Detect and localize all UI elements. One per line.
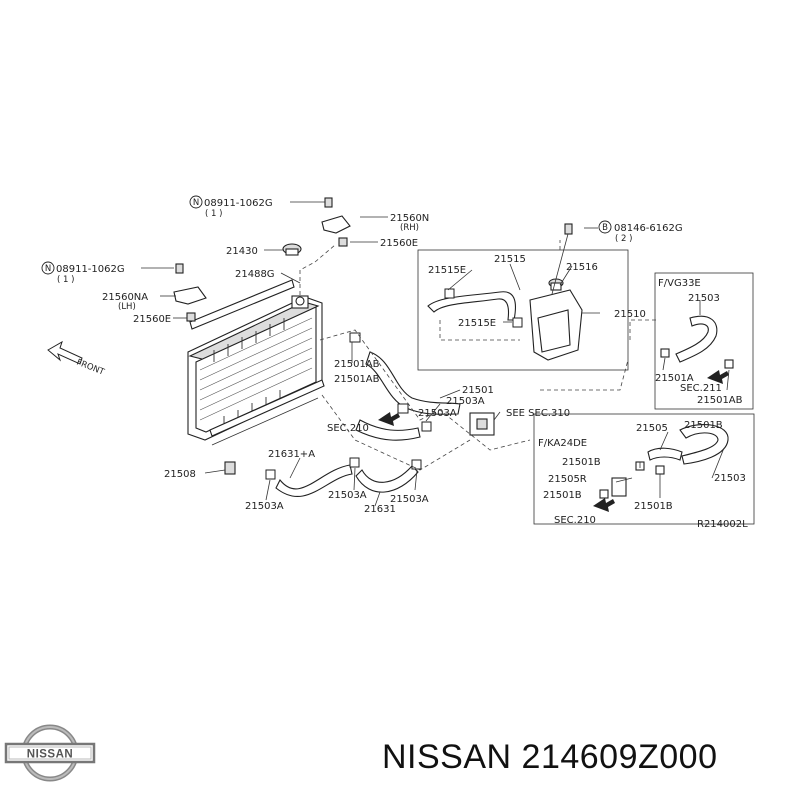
label-08911-left: 08911-1062G: [56, 264, 125, 275]
logo-wordmark: NISSAN: [27, 749, 73, 761]
label-21515E-a: 21515E: [428, 265, 466, 276]
label-see-sec310: SEE SEC.310: [506, 408, 570, 419]
label-ref-code: R214002L: [697, 519, 748, 530]
label-21488G: 21488G: [235, 269, 275, 280]
label-sec211: SEC.211: [680, 383, 722, 394]
label-21503A-c: 21503A: [245, 501, 284, 512]
label-fka24de: F/KA24DE: [538, 438, 587, 449]
bolt-mark-n-2: N: [45, 264, 51, 274]
label-21516: 21516: [566, 262, 598, 273]
water-outlet: [469, 412, 495, 436]
label-21503A-e: 21503A: [390, 494, 429, 505]
label-fvg33e: F/VG33E: [658, 278, 701, 289]
label-21501B-c: 21501B: [543, 490, 582, 501]
nissan-logo: NISSAN: [4, 724, 96, 782]
label-21560NA-sub: (LH): [118, 302, 136, 312]
label-08911-left-qty: ( 1 ): [57, 275, 74, 285]
label-21510: 21510: [614, 309, 646, 320]
inset-fka24de: [533, 413, 755, 525]
label-21501AB-r: 21501AB: [697, 395, 743, 406]
hose-clamps: [265, 288, 523, 480]
label-08146-qty: ( 2 ): [615, 234, 632, 244]
label-21501AB-a: 21501AB: [334, 359, 380, 370]
hose-21503A-short: [355, 419, 421, 441]
label-21501B-d: 21501B: [634, 501, 673, 512]
label-front: FRONT: [75, 358, 106, 378]
label-sec210-a: SEC.210: [327, 423, 369, 434]
bolt-mark-b: B: [602, 223, 608, 233]
label-21430: 21430: [226, 246, 258, 257]
label-21631: 21631: [364, 504, 396, 515]
label-21560E-left: 21560E: [133, 314, 171, 325]
label-21560N-sub: (RH): [400, 223, 419, 233]
hose-21631-b: [355, 465, 419, 493]
label-21503A-b: 21503A: [418, 408, 457, 419]
tank-group-box: [417, 249, 629, 371]
label-21515E-b: 21515E: [458, 318, 496, 329]
hose-21631: [275, 464, 353, 498]
label-21503A-a: 21503A: [446, 396, 485, 407]
label-21501A-r: 21501A: [655, 373, 694, 384]
label-21501B-a: 21501B: [684, 420, 723, 431]
front-arrow-icon: [47, 340, 83, 365]
inset-fvg33e: [654, 272, 754, 410]
label-21505R: 21505R: [548, 474, 587, 485]
label-21560NA: 21560NA: [102, 292, 148, 303]
bracket-rh: [321, 197, 351, 247]
label-21631A: 21631+A: [268, 449, 315, 460]
radiator: [187, 279, 325, 475]
label-08911-top-qty: ( 1 ): [205, 209, 222, 219]
label-21560N: 21560N: [390, 213, 429, 224]
radiator-cap: [282, 243, 302, 256]
reservoir-tank: [529, 223, 583, 361]
arrow-icons: [378, 370, 729, 512]
label-21503-b: 21503: [714, 473, 746, 484]
label-21503-r: 21503: [688, 293, 720, 304]
hose-21515E: [427, 291, 517, 321]
part-number-caption: NISSAN 214609Z000: [382, 738, 718, 776]
label-21505: 21505: [636, 423, 668, 434]
label-21515: 21515: [494, 254, 526, 265]
bolt-mark-icons: N N B: [41, 195, 612, 275]
label-21508: 21508: [164, 469, 196, 480]
label-21501B-b: 21501B: [562, 457, 601, 468]
label-21501AB-b: 21501AB: [334, 374, 380, 385]
leader-lines: [141, 201, 730, 507]
label-sec210-b: SEC.210: [554, 515, 596, 526]
label-08911-top: 08911-1062G: [204, 198, 273, 209]
label-21503A-d: 21503A: [328, 490, 367, 501]
label-21560E-top: 21560E: [380, 238, 418, 249]
bolt-mark-n-1: N: [193, 198, 199, 208]
label-08146: 08146-6162G: [614, 223, 683, 234]
label-21501: 21501: [462, 385, 494, 396]
dashed-leaders: [299, 240, 656, 471]
bracket-lh: [173, 263, 207, 322]
